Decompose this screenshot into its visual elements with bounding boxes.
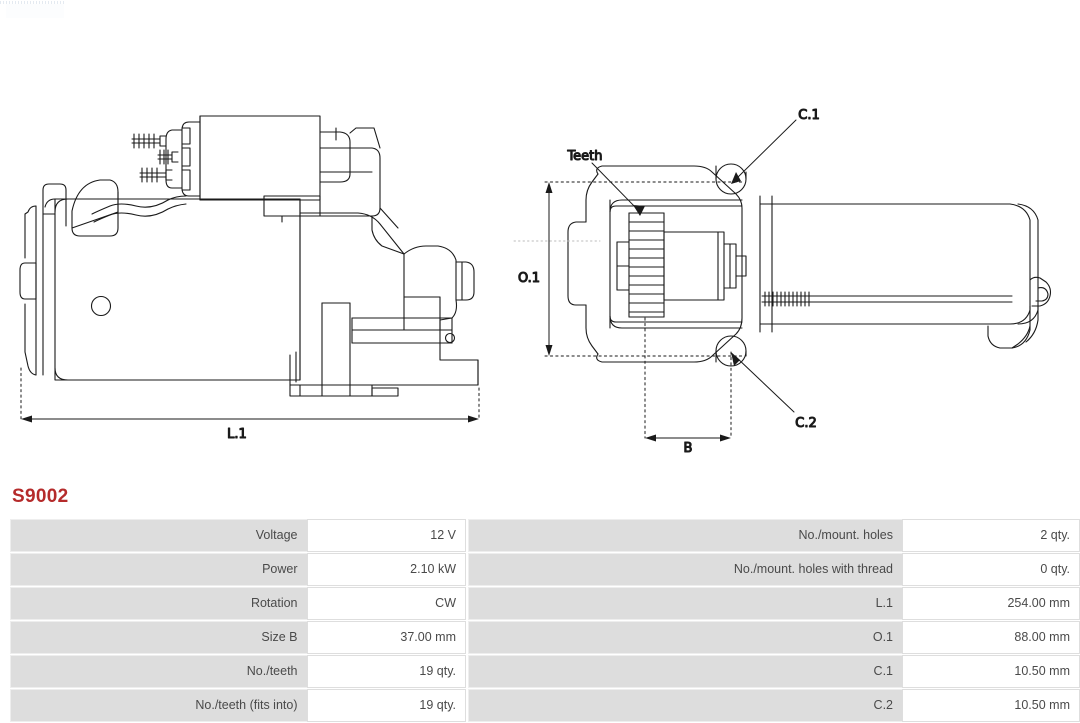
spec-table-right-body: No./mount. holes 2 qty. No./mount. holes… [468, 519, 1080, 722]
spec-label: No./mount. holes [468, 519, 902, 552]
spec-value: 19 qty. [306, 689, 466, 722]
drawings-svg: L.1 [19, 107, 1052, 457]
dimension-l1 [20, 367, 480, 423]
spec-label: C.1 [468, 655, 902, 688]
spec-label: No./teeth [10, 655, 307, 688]
spec-value: 10.50 mm [902, 689, 1080, 722]
top-edge-artifact [0, 1, 66, 4]
spec-label: No./teeth (fits into) [10, 689, 307, 722]
spec-value: 88.00 mm [902, 621, 1080, 654]
spec-label: Power [10, 553, 307, 586]
table-row: O.1 88.00 mm [468, 621, 1080, 654]
spec-value: 2 qty. [902, 519, 1080, 552]
table-row: No./teeth 19 qty. [10, 655, 466, 688]
spec-value: 2.10 kW [306, 553, 466, 586]
table-row: No./teeth (fits into) 19 qty. [10, 689, 466, 722]
spec-label: Voltage [10, 519, 307, 552]
table-row: C.2 10.50 mm [468, 689, 1080, 722]
callout-label-c2: C.2 [795, 416, 816, 431]
spec-table-left: Voltage 12 V Power 2.10 kW Rotation CW S… [10, 518, 466, 723]
table-row: L.1 254.00 mm [468, 587, 1080, 620]
callout-label-teeth: Teeth [566, 149, 602, 164]
spec-label: Rotation [10, 587, 307, 620]
spec-label: No./mount. holes with thread [468, 553, 902, 586]
part-number: S9002 [12, 486, 69, 507]
spec-label: O.1 [468, 621, 902, 654]
table-row: C.1 10.50 mm [468, 655, 1080, 688]
spec-value: 37.00 mm [306, 621, 466, 654]
table-row: Rotation CW [10, 587, 466, 620]
spec-label: Size B [10, 621, 307, 654]
starter-side-view-geometry [19, 115, 479, 397]
dimension-b [644, 317, 732, 442]
spec-value: CW [306, 587, 466, 620]
spec-label: C.2 [468, 689, 902, 722]
dimension-label-o1: O.1 [518, 271, 540, 286]
spec-tables: Voltage 12 V Power 2.10 kW Rotation CW S… [0, 518, 1080, 723]
table-row: No./mount. holes with thread 0 qty. [468, 553, 1080, 586]
spec-value: 12 V [306, 519, 466, 552]
technical-drawings: L.1 [19, 107, 1052, 457]
table-row: Power 2.10 kW [10, 553, 466, 586]
dimension-o1 [544, 181, 743, 357]
callout-leaders [513, 119, 797, 413]
dimension-label-b: B [684, 441, 693, 456]
callout-label-c1: C.1 [798, 108, 819, 123]
table-row: Size B 37.00 mm [10, 621, 466, 654]
table-row: No./mount. holes 2 qty. [468, 519, 1080, 552]
spec-table-right: No./mount. holes 2 qty. No./mount. holes… [468, 518, 1080, 723]
spec-value: 254.00 mm [902, 587, 1080, 620]
table-row: Voltage 12 V [10, 519, 466, 552]
spec-value: 19 qty. [306, 655, 466, 688]
spec-value: 0 qty. [902, 553, 1080, 586]
spec-value: 10.50 mm [902, 655, 1080, 688]
starter-end-view-geometry [567, 163, 1052, 367]
spec-label: L.1 [468, 587, 902, 620]
dimension-label-l1: L.1 [227, 427, 247, 442]
top-edge-artifact-fill [6, 4, 64, 18]
spec-table-left-body: Voltage 12 V Power 2.10 kW Rotation CW S… [10, 519, 466, 722]
